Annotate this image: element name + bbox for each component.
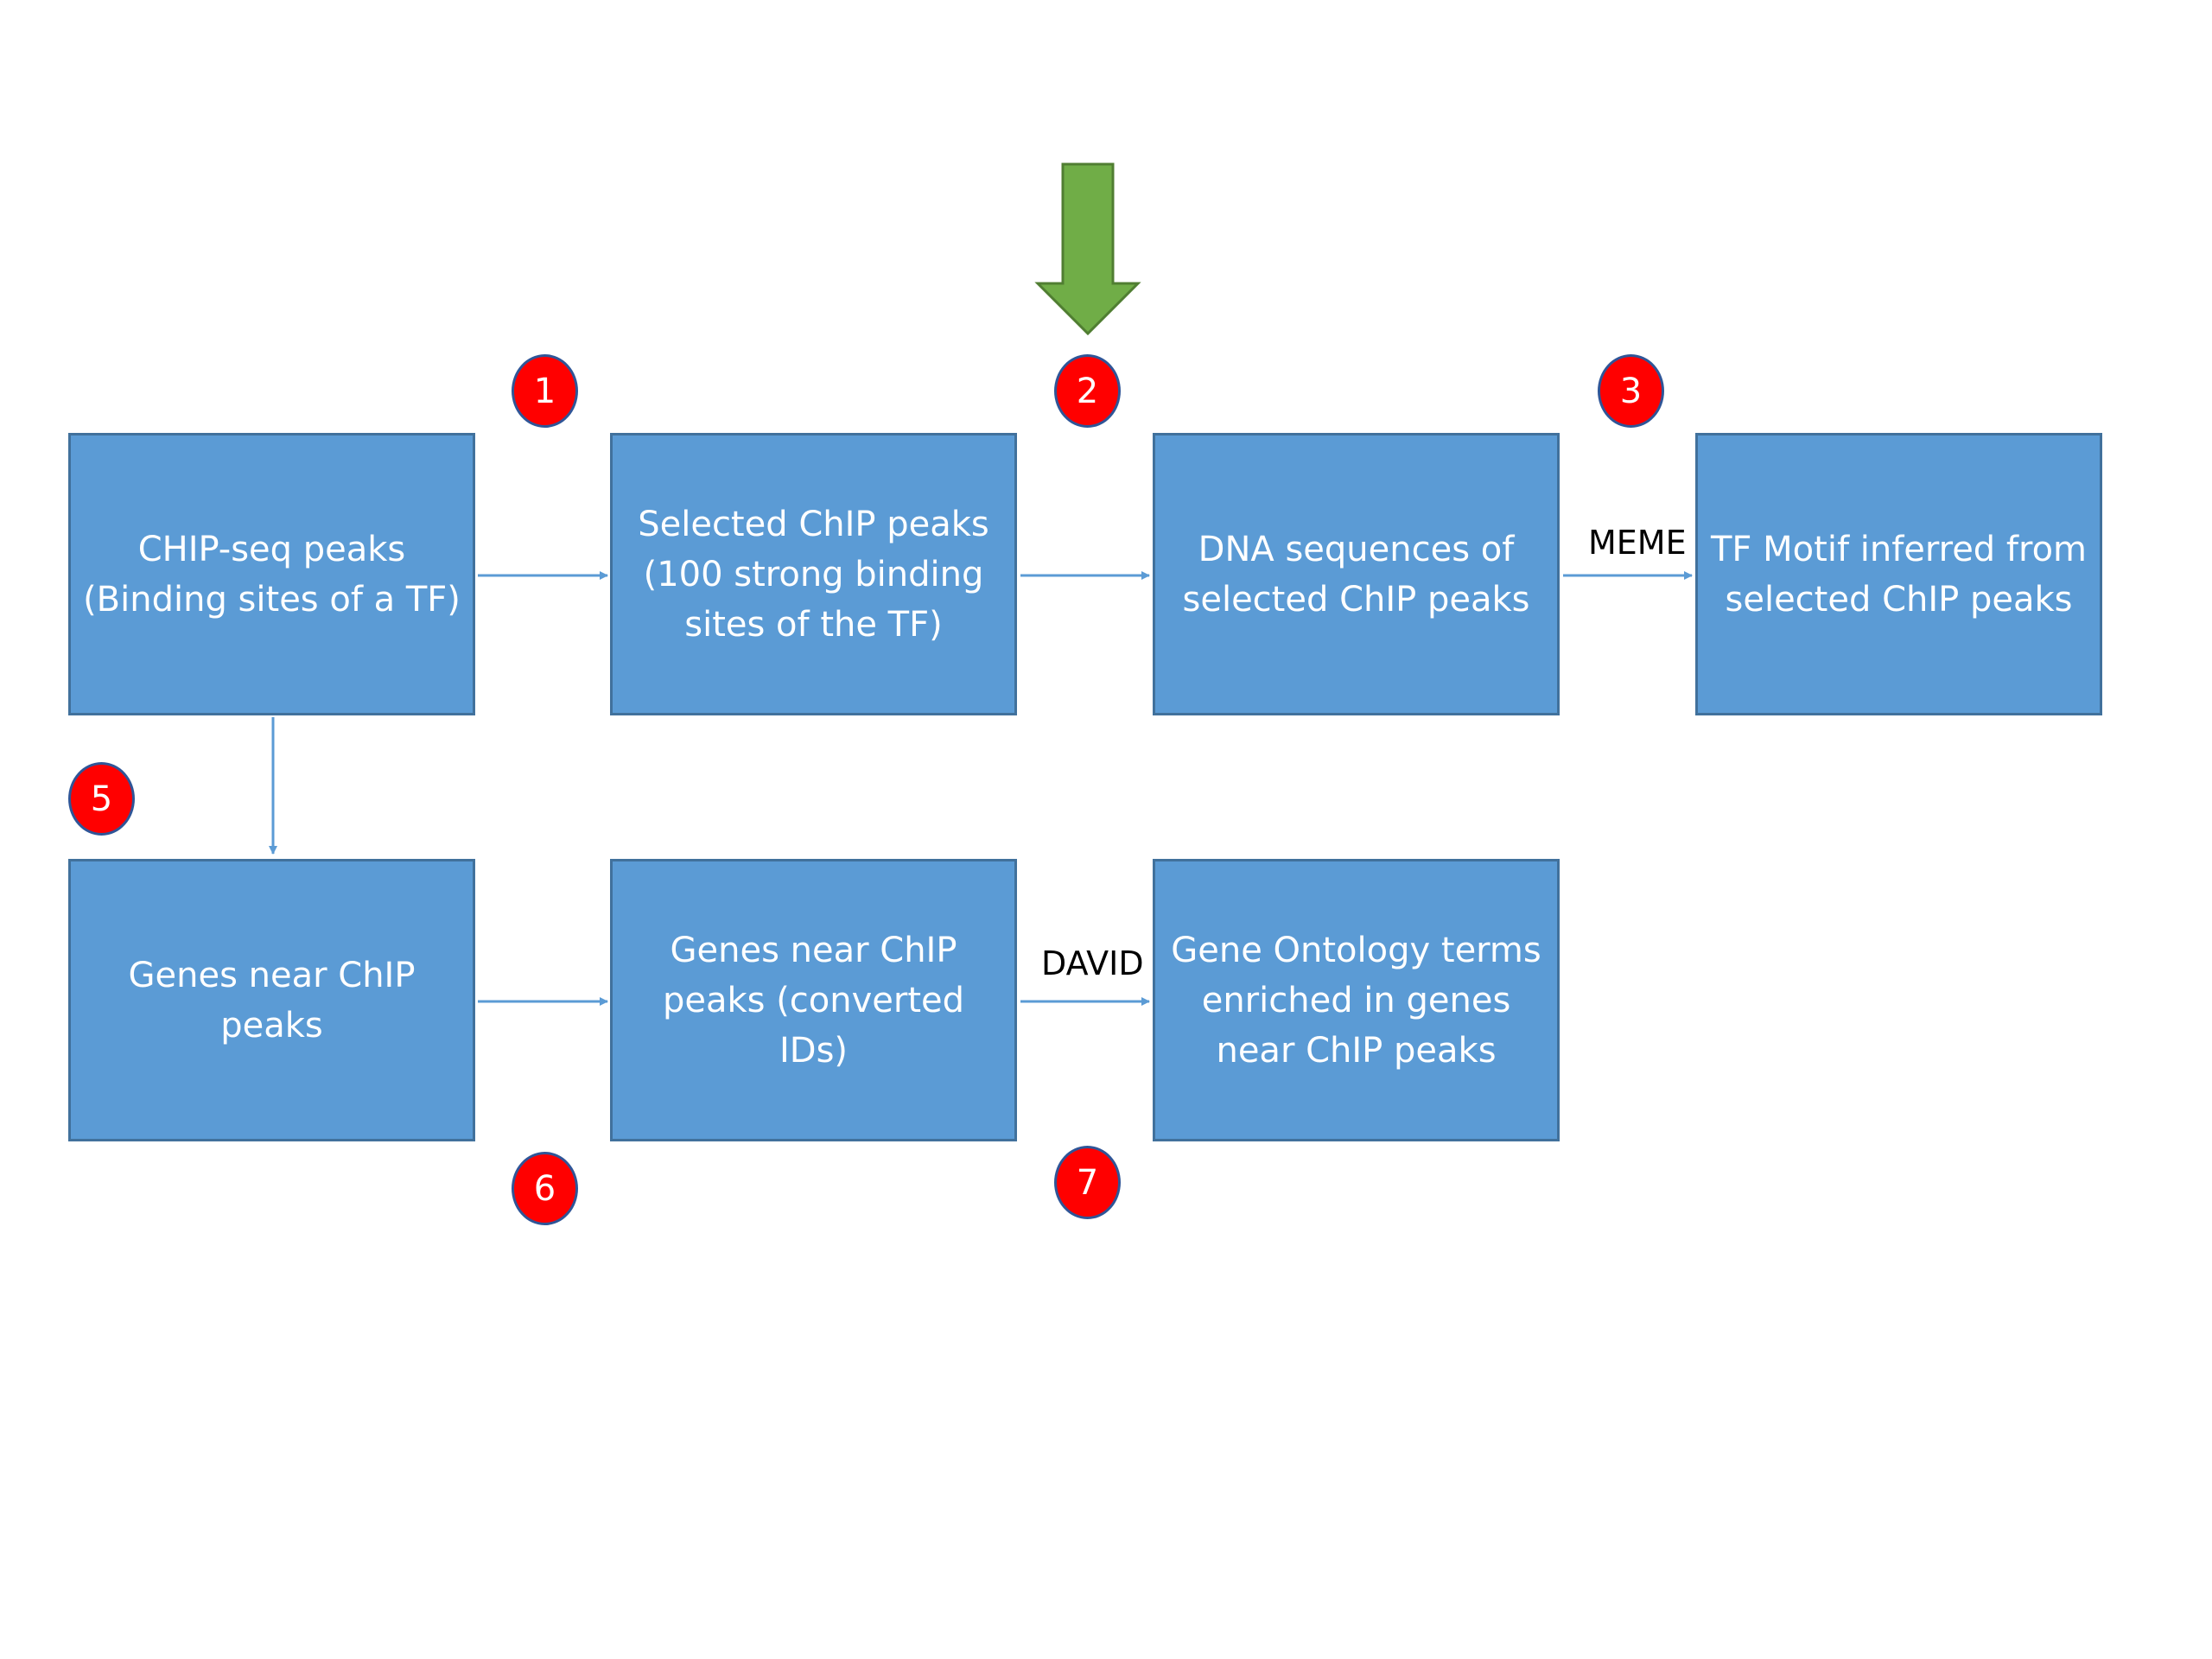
step-badge-5: 5 <box>68 762 135 836</box>
box-genes-converted-ids-label: Genes near ChIP peaks (converted IDs) <box>662 930 965 1071</box>
step-badge-2: 2 <box>1054 354 1121 428</box>
step-badge-7: 7 <box>1054 1146 1121 1219</box>
box-genes-converted-ids: Genes near ChIP peaks (converted IDs) <box>610 859 1017 1141</box>
box-dna-sequences: DNA sequences of selected ChIP peaks <box>1153 433 1560 715</box>
box-genes-near-peaks-label: Genes near ChIP peaks <box>128 955 416 1046</box>
step-badge-6: 6 <box>512 1152 578 1225</box>
box-gene-ontology-label: Gene Ontology terms enriched in genes ne… <box>1171 930 1541 1071</box>
box-chip-seq-peaks-label: CHIP-seq peaks (Binding sites of a TF) <box>83 529 461 620</box>
step-badge-1: 1 <box>512 354 578 428</box>
green-down-arrow <box>1034 162 1141 336</box>
edge-label-meme: MEME <box>1588 524 1687 562</box>
box-gene-ontology: Gene Ontology terms enriched in genes ne… <box>1153 859 1560 1141</box>
step-badge-3: 3 <box>1598 354 1664 428</box>
box-genes-near-peaks: Genes near ChIP peaks <box>68 859 475 1141</box>
box-selected-chip-peaks-label: Selected ChIP peaks (100 strong binding … <box>638 504 989 645</box>
box-tf-motif: TF Motif inferred from selected ChIP pea… <box>1695 433 2102 715</box>
edge-label-david: DAVID <box>1041 944 1144 982</box>
box-dna-sequences-label: DNA sequences of selected ChIP peaks <box>1182 529 1530 620</box>
box-tf-motif-label: TF Motif inferred from selected ChIP pea… <box>1711 529 2087 620</box>
box-chip-seq-peaks: CHIP-seq peaks (Binding sites of a TF) <box>68 433 475 715</box>
box-selected-chip-peaks: Selected ChIP peaks (100 strong binding … <box>610 433 1017 715</box>
